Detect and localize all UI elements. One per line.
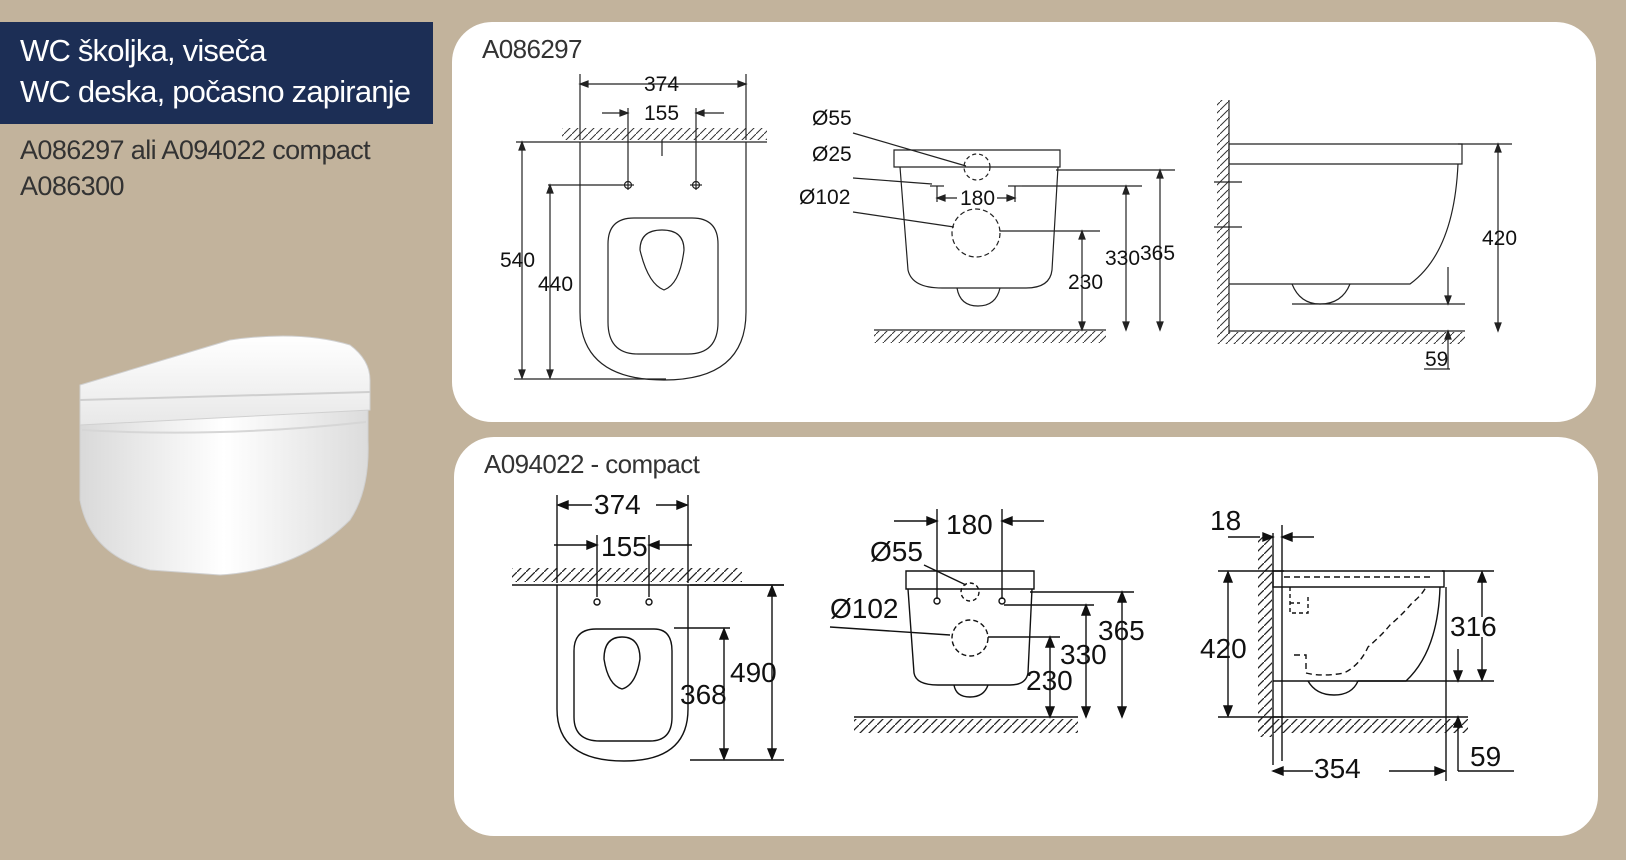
dim-outlet-diameter: Ø55 [812, 107, 852, 130]
dim-drain-height: 230 [1068, 271, 1104, 294]
dim-pan-height: 420 [1200, 633, 1247, 664]
dim-drain-height: 230 [1026, 665, 1073, 696]
dim-bolt-spacing: 155 [601, 531, 648, 562]
drawing-panel-a086297: A086297 374 155 540 440 Ø55 Ø25 180 Ø102… [452, 22, 1596, 422]
dim-rim-clearance: 59 [1470, 741, 1502, 772]
drawing-panel-a094022: A094022 - compact 374 155 368 490 180 Ø5… [454, 437, 1598, 836]
product-code-line-1: A086297 ali A094022 compact [20, 135, 371, 165]
drawing-a086297 [514, 74, 1512, 381]
dim-inlet-diameter: Ø25 [812, 143, 852, 166]
dim-outlet-diameter: Ø55 [870, 536, 923, 567]
dim-fixing-spacing: 180 [960, 187, 996, 210]
dim-width: 374 [644, 73, 680, 96]
title-box: WC školjka, viseča WC deska, počasno zap… [0, 22, 433, 124]
product-codes: A086297 ali A094022 compact A086300 [20, 132, 371, 204]
product-photo [70, 330, 400, 605]
product-code-line-2: A086300 [20, 171, 125, 201]
panel-title: A086297 [482, 34, 583, 64]
dim-inlet-height: 365 [1140, 242, 1176, 265]
dim-drain-diameter: Ø102 [799, 186, 851, 209]
dim-depth-to-hole: 368 [680, 679, 727, 710]
dim-pan-height: 420 [1482, 227, 1518, 250]
dim-inlet-height: 365 [1098, 615, 1145, 646]
dim-width: 374 [594, 489, 641, 520]
dim-fixing-height: 330 [1060, 639, 1107, 670]
dim-rim-clearance: 59 [1425, 348, 1449, 371]
panel-title: A094022 - compact [484, 449, 700, 479]
dim-drain-diameter: Ø102 [830, 593, 899, 624]
dim-bowl-depth: 316 [1450, 611, 1497, 642]
dim-depth-total: 490 [730, 657, 777, 688]
title-line-2: WC deska, počasno zapiranje [20, 74, 411, 109]
drawing-a094022 [512, 495, 1514, 781]
dim-wall-gap: 18 [1210, 505, 1242, 536]
dim-depth-to-hole: 440 [538, 273, 574, 296]
dim-bolt-spacing: 155 [644, 102, 680, 125]
dim-fixing-height: 330 [1105, 247, 1141, 270]
dim-depth-total: 540 [500, 249, 536, 272]
title-line-1: WC školjka, viseča [20, 33, 267, 68]
dim-fixing-spacing: 180 [946, 509, 993, 540]
dim-projection: 354 [1314, 753, 1361, 784]
